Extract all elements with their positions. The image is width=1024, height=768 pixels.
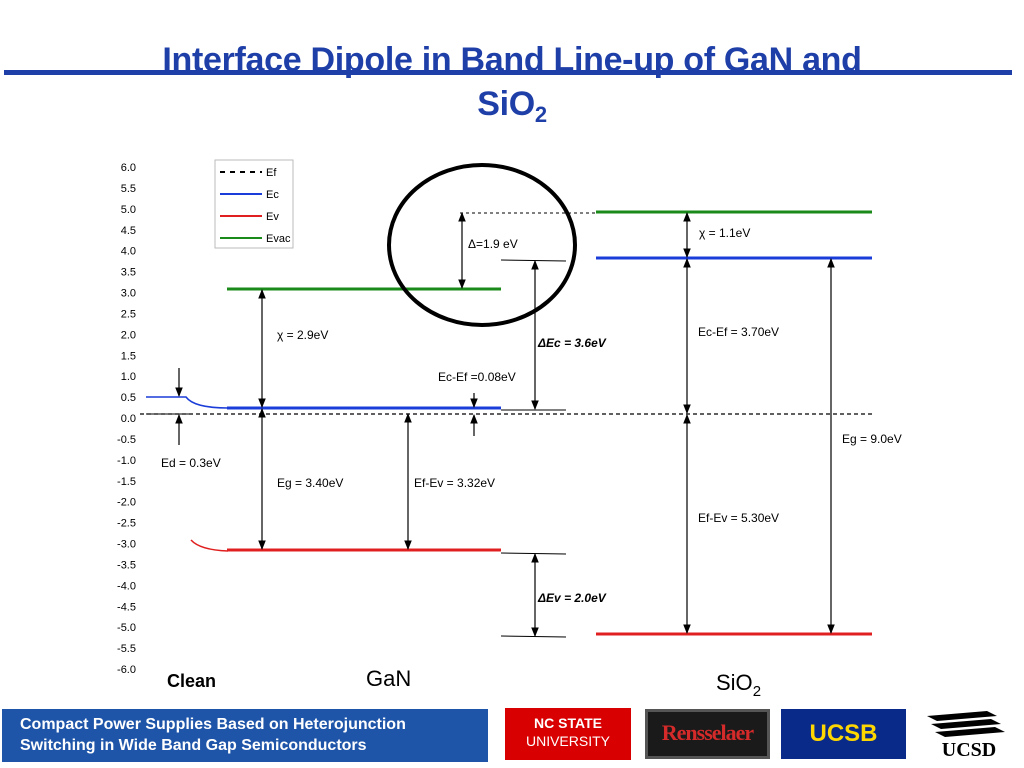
ucsb-logo-text: UCSB [809,720,878,747]
footer-line-2: Switching in Wide Band Gap Semiconductor… [20,737,367,754]
legend-ef-label: Ef [266,167,277,179]
y-tick-label: 4.5 [121,225,136,237]
label-gan: GaN [366,666,411,691]
clean-ec-bend [146,396,229,409]
label-chi-gan: χ = 2.9eV [277,328,328,342]
y-tick-label: -4.5 [117,601,136,613]
ucsd-mark-icon [927,711,1005,737]
clean-ev-bend [190,539,229,552]
y-tick-label: 5.0 [121,204,136,216]
y-tick-label: -1.5 [117,476,136,488]
legend-ev-label: Ev [266,211,279,223]
ucsd-logo: UCSD [927,711,1005,761]
y-tick-label: 5.5 [121,183,136,195]
dec-top-ref [500,259,567,262]
label-sio2-main: SiO [716,670,753,695]
y-tick-label: 2.0 [121,329,136,341]
y-tick-label: -4.0 [117,580,136,592]
label-eg-sio2: Eg = 9.0eV [842,432,902,446]
y-tick-label: 3.0 [121,288,136,300]
footer-line-1: Compact Power Supplies Based on Heteroju… [20,716,406,733]
label-efev-sio2: Ef-Ev = 5.30eV [698,511,779,525]
y-tick-label: 2.5 [121,308,136,320]
y-tick-label: -1.0 [117,455,136,467]
label-chi-sio2: χ = 1.1eV [699,226,750,240]
label-dipole: Δ=1.9 eV [468,237,518,251]
y-axis-ticks: 6.0 5.5 5.0 4.5 4.0 3.5 3.0 2.5 2.0 1.5 1.0 0.5 0.0 -… [117,162,136,676]
y-tick-label: 1.0 [121,371,136,383]
label-dev: ΔEv = 2.0eV [537,591,607,605]
legend-evac-label: Evac [266,233,291,245]
ncstate-logo-line1: NC STATE [534,715,602,731]
y-tick-label: 4.0 [121,246,136,258]
label-ecef-sio2: Ec-Ef = 3.70eV [698,325,779,339]
y-tick-label: -5.0 [117,622,136,634]
ncstate-logo: NC STATE UNIVERSITY [505,708,631,760]
band-diagram: 6.0 5.5 5.0 4.5 4.0 3.5 3.0 2.5 2.0 1.5 1.0 0.5 0.0 -… [117,159,902,700]
label-sio2: SiO2 [716,670,761,700]
legend: Ef Ec Ev Evac [214,159,294,249]
title-line-2: SiO2 [0,82,1024,137]
label-ecef-gan: Ec-Ef =0.08eV [438,370,516,384]
y-tick-label: -3.5 [117,559,136,571]
label-sio2-sub: 2 [753,683,761,700]
rensselaer-logo: Rensselaer [645,709,770,759]
label-clean: Clean [167,671,216,691]
rensselaer-logo-text: Rensselaer [661,720,754,745]
title-rule [4,70,1012,75]
ucsb-logo: UCSB [781,709,906,759]
label-eg-gan: Eg = 3.40eV [277,476,343,490]
y-tick-label: -2.0 [117,497,136,509]
y-tick-label: 1.5 [121,350,136,362]
ncstate-logo-line2: UNIVERSITY [525,733,610,749]
y-tick-label: 0.5 [121,392,136,404]
ucsd-logo-text: UCSD [942,739,996,761]
legend-box [214,159,294,249]
footer-project-title: Compact Power Supplies Based on Heteroju… [2,709,488,762]
label-dec: ΔEc = 3.6eV [537,336,607,350]
y-tick-label: -0.5 [117,434,136,446]
label-ed: Ed = 0.3eV [161,456,221,470]
y-tick-label: 6.0 [121,162,136,174]
y-tick-label: -6.0 [117,664,136,676]
y-tick-label: -2.5 [117,518,136,530]
title-sio: SiO [477,85,535,123]
legend-ec-label: Ec [266,189,279,201]
dipole-circle [387,163,577,327]
y-tick-label: 3.5 [121,267,136,279]
y-tick-label: -3.0 [117,539,136,551]
label-efev-gan: Ef-Ev = 3.32eV [414,476,495,490]
title-sub-2: 2 [534,102,547,127]
dev-bottom-ref [500,635,567,638]
y-tick-label: -5.5 [117,643,136,655]
dev-top-ref [500,552,567,555]
y-tick-label: 0.0 [121,413,136,425]
